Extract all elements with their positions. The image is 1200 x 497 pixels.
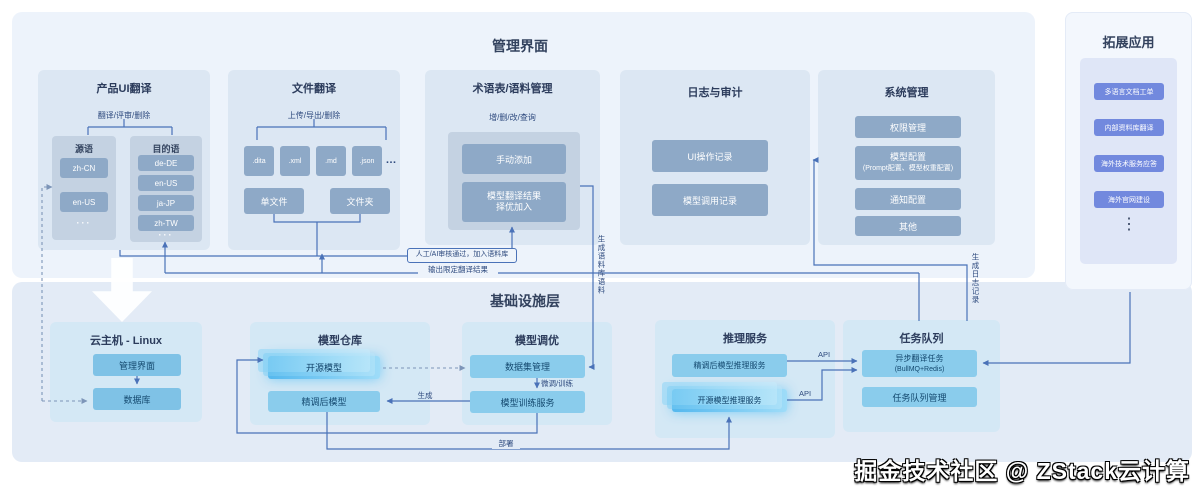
terminology-title: 术语表/语料管理 — [472, 83, 553, 95]
manual-add-box: 手动添加 — [462, 144, 566, 174]
logs-audit-title: 日志与审计 — [687, 87, 743, 99]
product-ui-ops-label: 翻译/评审/删除 — [97, 111, 151, 120]
file-translation-title: 文件翻译 — [292, 83, 336, 95]
target-lang-chip: de-DE — [138, 155, 194, 171]
format-chip-json: .json — [352, 146, 382, 176]
ext-app-overseas-website: 海外官网建设 — [1094, 191, 1164, 208]
gen-logs-label: 生成日志记录 — [971, 252, 980, 304]
format-chip-md: .md — [316, 146, 346, 176]
target-more-dots: ··· — [158, 230, 174, 240]
model-config-line1: 模型配置 — [889, 152, 926, 162]
target-language-title: 目的语 — [152, 144, 180, 154]
folder-box: 文件夹 — [330, 188, 390, 214]
generate-label: 生成 — [417, 391, 433, 400]
file-translation-ops-label: 上传/导出/删除 — [287, 111, 341, 120]
model-result-line2: 择优加入 — [495, 202, 532, 212]
notify-config-box: 通知配置 — [855, 188, 961, 210]
host-database-box: 数据库 — [93, 388, 181, 410]
async-translation-task-box: 异步翻译任务 (BullMQ+Redis) — [862, 350, 977, 377]
host-admin-ui-box: 管理界面 — [93, 354, 181, 376]
watermark: 掘金技术社区 @ ZStack云计算 — [854, 458, 1190, 484]
terminology-ops-label: 增/删/改/查询 — [489, 113, 536, 122]
source-more-dots: ··· — [76, 218, 92, 228]
source-lang-chip: zh-CN — [60, 158, 108, 178]
source-language-title: 源语 — [74, 144, 93, 154]
model-config-line2: (Prompt配置、模型权重配置) — [862, 165, 954, 172]
product-ui-translation-title: 产品UI翻译 — [96, 83, 152, 95]
infrastructure-layer-title: 基础设施层 — [490, 293, 560, 309]
model-training-box: 模型训练服务 — [470, 391, 585, 413]
other-box: 其他 — [855, 216, 961, 236]
source-language-group — [52, 136, 116, 240]
review-join-label: 人工/AI审核通过，加入语料库 — [407, 248, 517, 263]
single-file-box: 单文件 — [244, 188, 304, 214]
ext-app-overseas-tech-support: 海外技术服务应答 — [1094, 155, 1164, 172]
output-result-label: 输出限定翻译结果 — [418, 265, 498, 275]
ui-ops-log-box: UI操作记录 — [652, 140, 768, 172]
task-queue-title: 任务队列 — [899, 333, 944, 345]
gen-corpus-label: 生成语料库语料 — [597, 235, 606, 295]
finetune-label: 微调/训练 — [541, 379, 574, 388]
permission-mgmt-box: 权限管理 — [855, 116, 961, 138]
async-task-line1: 异步翻译任务 — [895, 353, 944, 363]
cloud-host-title: 云主机 - Linux — [89, 335, 163, 347]
source-lang-chip: en-US — [60, 192, 108, 212]
deploy-label: 部署 — [492, 439, 520, 449]
api-label-2: API — [798, 389, 812, 398]
target-lang-chip: ja-JP — [138, 195, 194, 211]
model-result-join-box: 模型翻译结果 择优加入 — [462, 182, 566, 222]
model-tuning-title: 模型调优 — [515, 335, 559, 347]
extensions-title: 拓展应用 — [1102, 35, 1155, 50]
management-layer-title: 管理界面 — [492, 38, 548, 54]
inference-title: 推理服务 — [723, 333, 767, 345]
model-result-line1: 模型翻译结果 — [486, 191, 541, 201]
model-config-box: 模型配置 (Prompt配置、模型权重配置) — [855, 146, 961, 180]
model-call-log-box: 模型调用记录 — [652, 184, 768, 216]
format-chip-xml: .xml — [280, 146, 310, 176]
ext-app-internal-kb-translation: 内部资料库翻译 — [1094, 119, 1164, 136]
target-lang-chip: en-US — [138, 175, 194, 191]
api-label-1: API — [817, 350, 831, 359]
extensions-more-dots: ⋮ — [1121, 216, 1137, 233]
ext-app-multilingual-tickets: 多语言文档工单 — [1094, 83, 1164, 100]
open-source-model-box: 开源模型 — [258, 349, 380, 379]
queue-mgmt-box: 任务队列管理 — [862, 387, 977, 407]
open-source-inference-box: 开源模型推理服务 — [662, 382, 787, 412]
async-task-line2: (BullMQ+Redis) — [894, 365, 945, 373]
fine-tuned-inference-box: 精调后模型推理服务 — [672, 354, 787, 377]
format-chip-dita: .dita — [244, 146, 274, 176]
model-repo-title: 模型仓库 — [318, 335, 362, 347]
target-lang-chip: zh-TW — [138, 215, 194, 231]
format-more-dots: … — [385, 154, 399, 166]
fine-tuned-model-box: 精调后模型 — [268, 391, 380, 412]
dataset-mgmt-box: 数据集管理 — [470, 355, 585, 378]
system-management-title: 系统管理 — [884, 87, 929, 99]
